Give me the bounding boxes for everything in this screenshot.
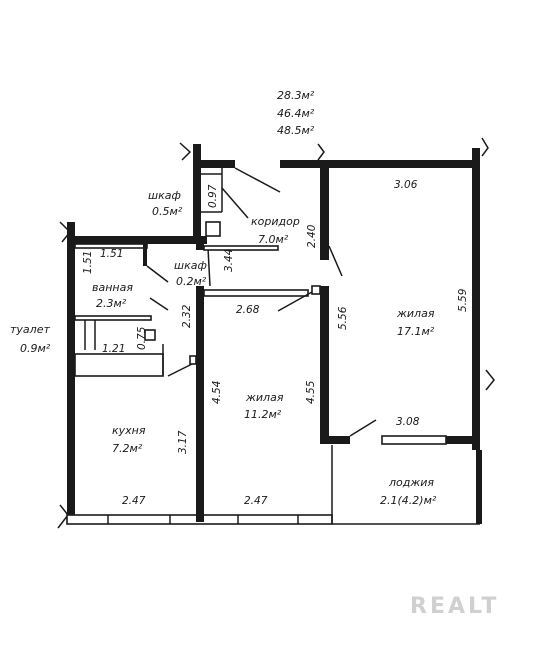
door-swing [349,419,377,437]
total-area: 48.5м² [277,124,315,137]
living1-name: жилая [245,391,284,404]
bath-name: ванная [92,281,133,294]
loggia-name: лоджия [388,476,434,489]
door-swing [146,265,169,283]
wall-top-left-stub [193,144,201,168]
wall-top-right [280,160,472,168]
wall-closet-left [193,160,201,240]
closet2-area: 0.2м² [176,275,207,288]
dim-bath-width: 1.51 [100,248,123,260]
wall-living1-living2 [320,286,329,444]
corridor-name: коридор [251,215,300,228]
wall-living2-bottom-left [320,436,350,444]
door-swing [277,291,313,312]
dim-kitchen-width: 2.47 [122,495,146,507]
toilet-area: 0.9м² [20,342,51,355]
dim-corridor-width: 2.40 [306,224,318,248]
kitchen-area: 7.2м² [112,442,143,455]
wall-bath-top [67,236,207,244]
dim-living1-right: 4.55 [305,380,317,404]
wall-left [67,222,75,522]
dim-corridor-length: 3.44 [223,249,235,272]
dim-bath-depth: 1.51 [82,251,94,274]
total-living-area: 28.3м² [277,89,315,102]
wall-living1-top [203,289,309,297]
wall-corridor-stub [196,236,204,250]
living2-name: жилая [396,307,435,320]
door-swing [234,167,281,193]
loggia-right [476,450,482,524]
closet2-name: шкаф [174,259,207,272]
loggia-area: 2.1(4.2)м² [380,494,437,507]
wall-top-left [193,160,235,168]
toilet-fixture [144,329,156,341]
balcony-door [381,435,447,445]
dim-closet2-length: 2.32 [181,304,193,328]
dim-living2-bottom: 3.08 [396,416,420,428]
wall-break-mark [317,143,325,161]
toilet-name: туалет [10,323,50,336]
closet2-line [207,247,211,287]
wall-kitchen-living1 [196,286,204,522]
living1-area: 11.2м² [244,408,282,421]
dim-living1-left: 4.54 [211,381,223,404]
dim-toilet-width: 0.75 [136,326,148,350]
door-swing [328,245,343,277]
dim-closet-depth: 0.97 [207,184,219,208]
wall-break-mark [485,369,495,391]
wall-bath-toilet [74,315,152,321]
wall-break-mark [481,137,489,157]
wall-bath-side [143,244,147,266]
dim-living1-top: 2.68 [236,304,260,316]
watermark-logo: REALT [410,594,499,619]
door-swing [221,187,249,219]
living2-area: 17.1м² [397,325,435,338]
wall-break-mark [59,221,72,243]
dim-living2-width: 3.06 [394,179,418,191]
dim-living1-width: 2.47 [244,495,268,507]
dim-kitchen-length: 3.17 [177,430,189,454]
wall-living1-post [311,285,321,295]
dim-living2-left: 5.56 [337,306,349,330]
wall-toilet-bottom [74,353,164,377]
total-area-no-loggia: 46.4м² [277,107,315,120]
dim-toilet-length: 1.21 [102,343,125,355]
wall-post [189,355,197,365]
closet2-box [205,221,221,237]
wall-corridor-living2 [320,160,329,260]
kitchen-name: кухня [112,424,146,437]
corridor-area: 7.0м² [258,233,289,246]
wall-right [472,160,480,450]
wall-top-right-stub [472,148,480,168]
closet1-name: шкаф [148,189,181,202]
dim-living2-right: 5.59 [457,288,469,312]
wall-break-mark [179,142,192,161]
wall-living2-bottom-right [446,436,480,444]
closet1-area: 0.5м² [152,205,183,218]
bath-area: 2.3м² [96,297,127,310]
wall-corridor-partition [203,245,279,251]
door-swing [149,297,169,311]
